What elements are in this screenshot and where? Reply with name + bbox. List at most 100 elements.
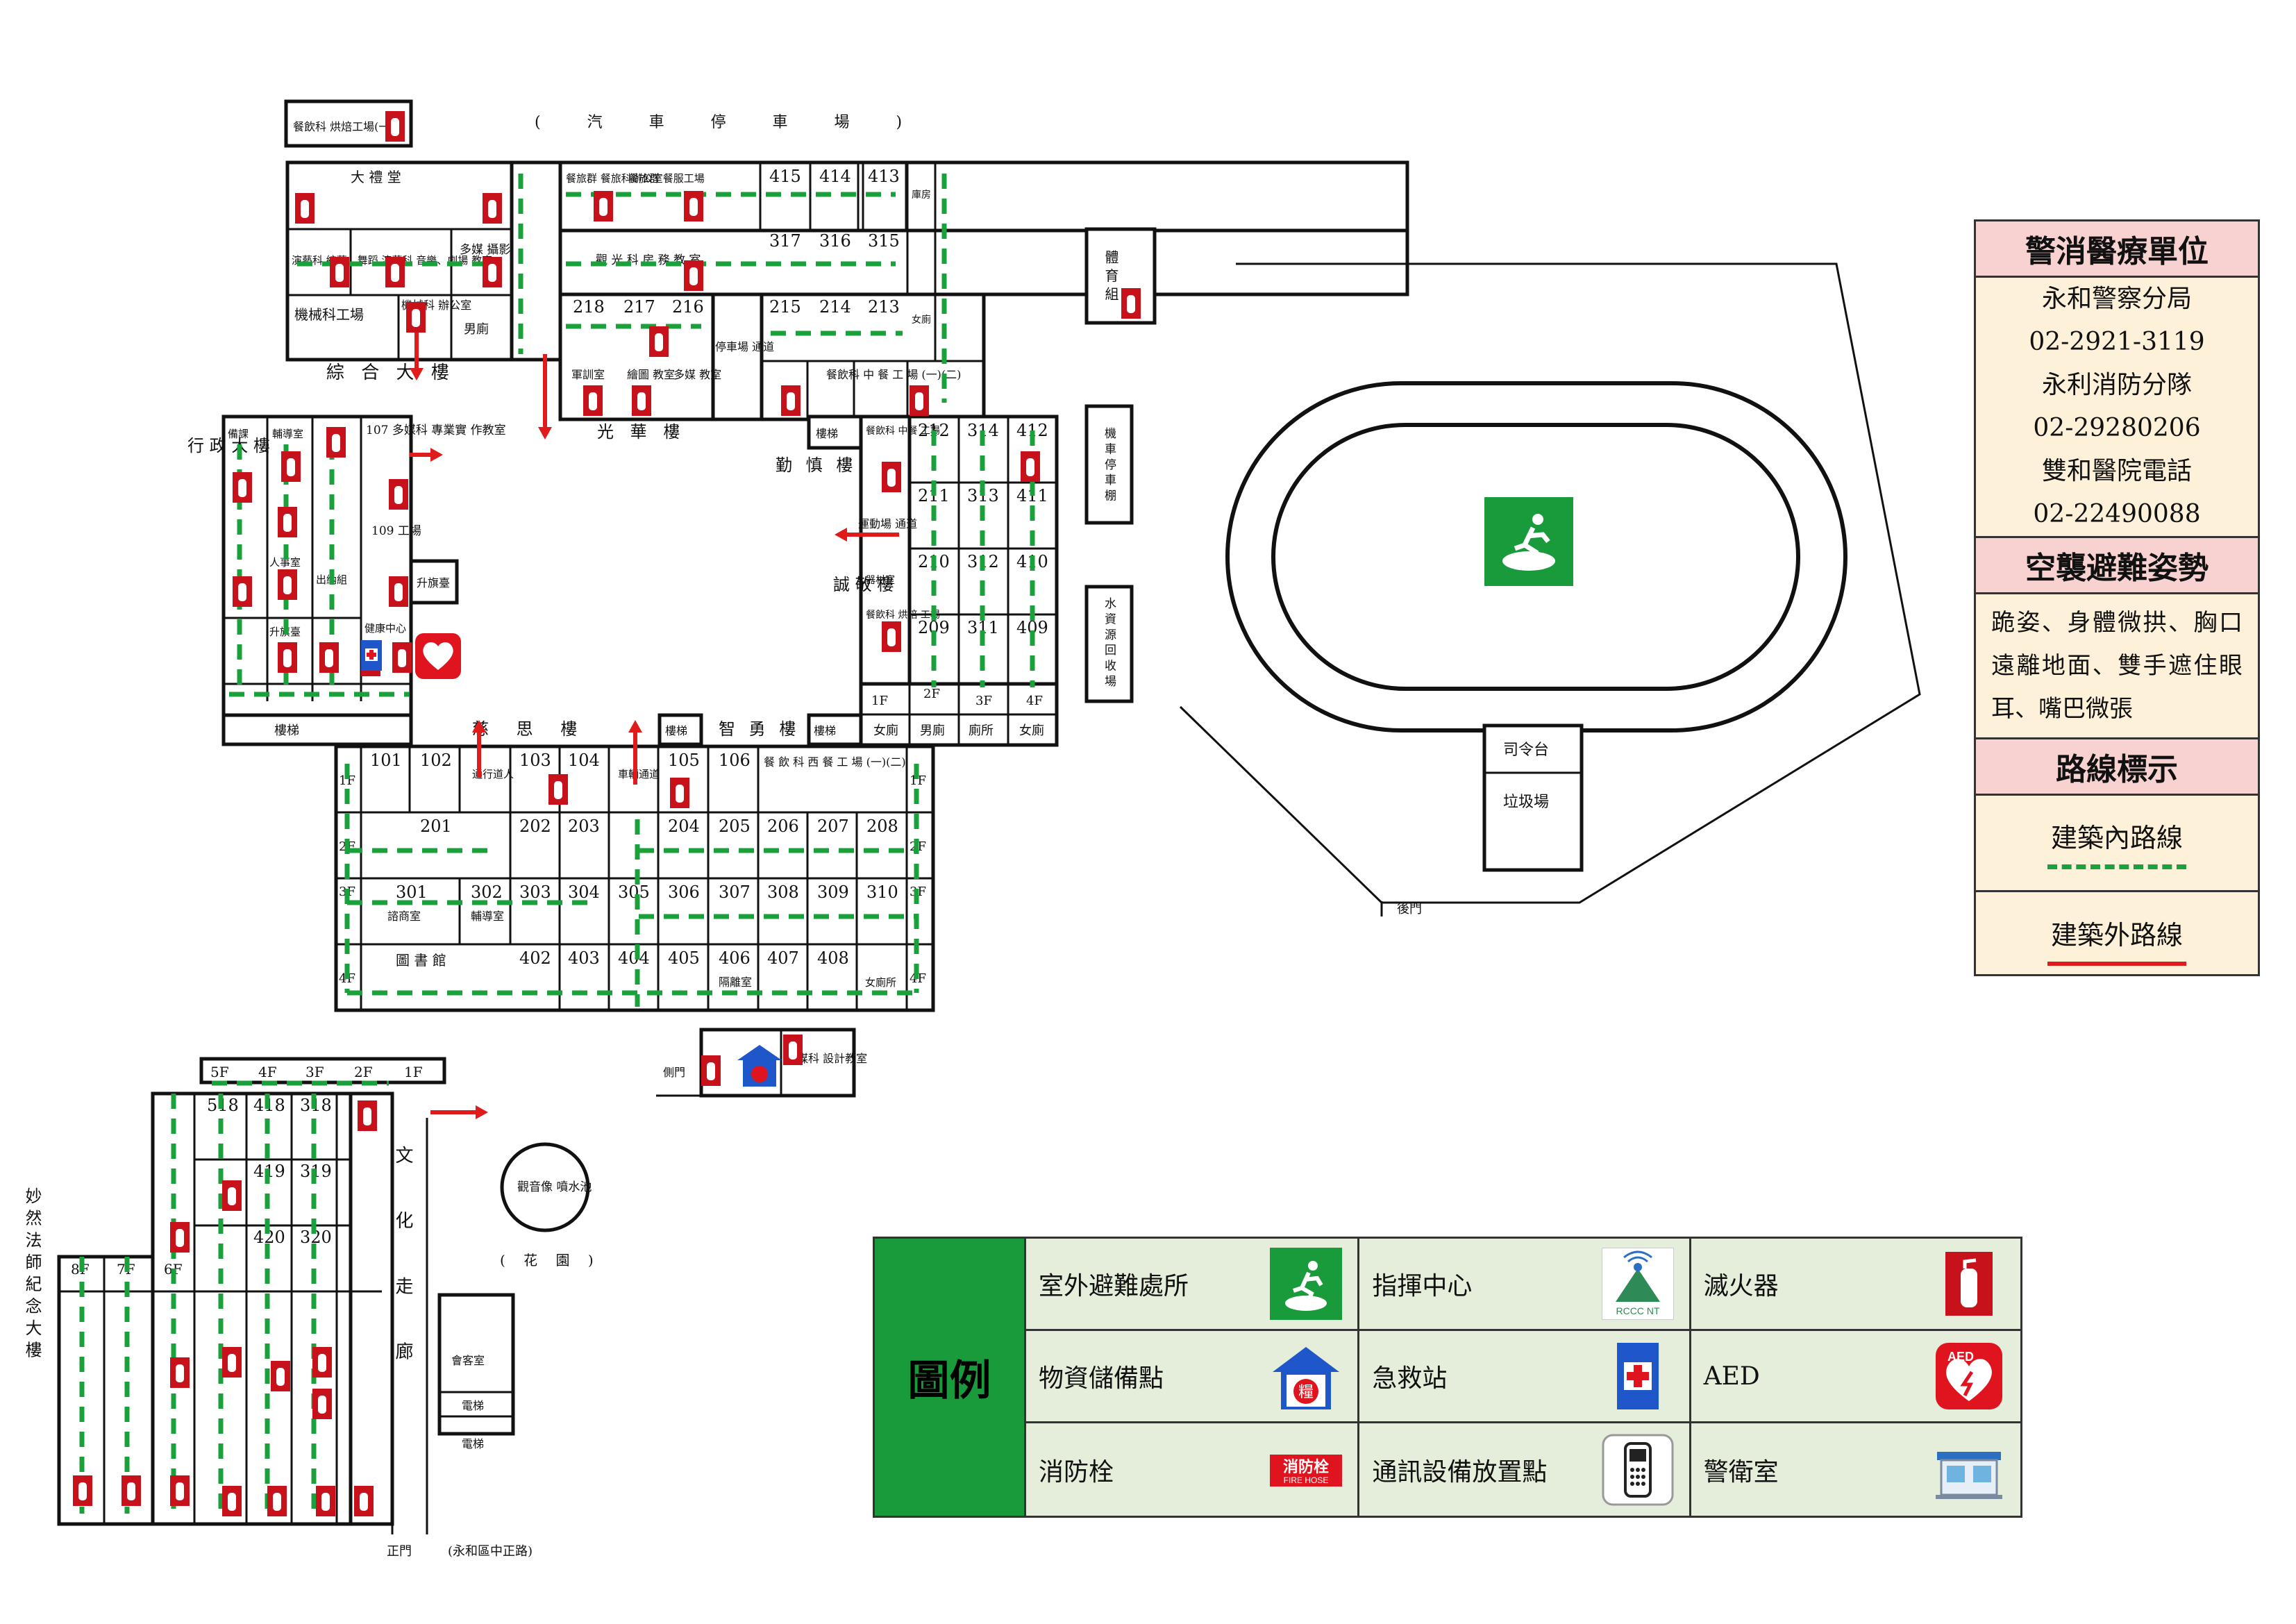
room-mm-design: 多媒科 設計教室: [786, 1052, 867, 1065]
room-202: 202: [519, 817, 551, 836]
building-xingzheng: 行 政 大 樓: [187, 436, 270, 455]
room-food-chinese: 餐飲科 中 餐 工 場 (一)(二): [826, 368, 961, 381]
info-panel: 警消醫療單位 永和警察分局 02-2921-3119 永利消防分隊 02-292…: [1974, 219, 2260, 976]
outdoor-shelter-marker: [1484, 497, 1573, 586]
stairs-zhiyong-b: 樓梯: [814, 724, 836, 737]
room-machine-shop: 機械科工場: [294, 306, 364, 323]
route-inside-row: 建築內路線: [1976, 796, 2258, 892]
room-moto: 機 車 停 車 棚: [1102, 427, 1116, 502]
room-guidance: 輔導室: [272, 428, 303, 440]
room-baking: 餐飲科 烘焙工場(一): [293, 120, 394, 133]
room-204: 204: [668, 817, 700, 836]
supply-depot-icon: 糧: [1270, 1340, 1342, 1412]
room-405: 405: [668, 948, 700, 968]
legend-label: 指揮中心: [1372, 1272, 1473, 1300]
miao-5f: 5F: [210, 1064, 229, 1080]
first-aid-icon: [1602, 1340, 1674, 1412]
legend-label: 通訊設備放置點: [1372, 1457, 1548, 1487]
room-library: 圖 書 館: [396, 952, 446, 969]
sports-field: 司令台 垃圾場 後門: [1179, 262, 1921, 916]
room-vehicle: 車輛通道: [618, 768, 660, 780]
legend-communication: 通訊設備放置點: [1357, 1423, 1689, 1516]
floor-4f: 4F: [1026, 694, 1043, 708]
floor-3f: 3F: [975, 694, 992, 708]
recycle-box: [1084, 585, 1134, 703]
room-trash: 垃圾場: [1503, 794, 1549, 811]
miao-4f: 4F: [258, 1064, 277, 1080]
aed-marker: [415, 633, 461, 679]
legend-title: 圖例: [875, 1239, 1026, 1516]
room-213: 213: [868, 297, 900, 317]
room-207: 207: [817, 817, 849, 836]
room-413: 413: [868, 167, 900, 186]
moto-box: [1084, 404, 1134, 525]
room-womens: 女廁: [912, 314, 931, 326]
building-zonghe: 綜 合 大 樓: [326, 362, 455, 383]
building-sisi: 慈 思 樓: [472, 719, 588, 739]
room-215: 215: [769, 297, 801, 317]
legend-outdoor-shelter: 室外避難處所: [1026, 1239, 1358, 1331]
room-isolation: 隔離室: [719, 976, 752, 989]
contact-fire: 永利消防分隊: [2041, 371, 2192, 399]
room-admin-109: 109 工場: [371, 524, 421, 538]
room-105: 105: [668, 751, 700, 770]
supply-char: 糧: [1298, 1384, 1314, 1401]
legend-guard-room: 警衛室: [1689, 1423, 2020, 1516]
building-chengjing: 誠 敬 樓: [833, 575, 894, 594]
fountain: [500, 1142, 590, 1232]
room-216: 216: [672, 297, 704, 317]
room-storage: 庫房: [912, 189, 931, 201]
contact-hospital: 雙和醫院電話: [2041, 457, 2192, 485]
label-corridor: 文 化 走 廊: [392, 1146, 413, 1381]
building-zhiyong: 智 勇 樓: [719, 719, 800, 739]
legend-fire-extinguisher: 滅火器: [1689, 1239, 2020, 1331]
room-mens: 男廁: [464, 321, 489, 337]
room-301: 301: [396, 882, 428, 902]
legend-aed: AED AED: [1689, 1331, 2020, 1423]
sisi-1f-right: 1F: [910, 773, 926, 788]
label-garden: ( 花 園 ): [500, 1252, 601, 1269]
room-tour-group: 餐旅群 餐服工場: [628, 172, 705, 185]
north-rooms: 415 414 413 317 316 315 215 214 213 218 …: [573, 161, 937, 326]
room-205: 205: [719, 817, 751, 836]
room-309: 309: [817, 882, 849, 902]
room-303: 303: [519, 882, 551, 902]
room-prep: 備課: [228, 428, 249, 440]
aed-text: AED: [1947, 1350, 1974, 1364]
route-outside-swatch: [2047, 961, 2186, 966]
room-217: 217: [623, 297, 655, 317]
communication-icon: [1602, 1434, 1674, 1506]
label-guanyin: 觀音像 噴水池: [517, 1180, 592, 1194]
stairs-zhiyong-a: 樓梯: [665, 724, 687, 737]
room-404: 404: [618, 948, 650, 968]
room-auditorium: 大 禮 堂: [351, 169, 401, 185]
floor-1f: 1F: [871, 694, 888, 708]
legend-label: 滅火器: [1703, 1272, 1779, 1300]
side-gate-building: 側門 多媒科 設計教室: [656, 1028, 867, 1098]
label-main-gate: 正門: [387, 1544, 412, 1559]
toilet-general: 廁所: [969, 723, 994, 738]
room-315: 315: [868, 231, 900, 251]
room-counseling: 諮商室: [387, 910, 421, 923]
room-recycle: 水 資 源 回 收 場: [1102, 597, 1116, 687]
room-308: 308: [767, 882, 799, 902]
room-402: 402: [519, 948, 551, 968]
culture-corridor: 文 化 走 廊 會客室 電梯 電梯 正門 (永和區中正路): [387, 1118, 533, 1559]
route-header: 路線標示: [1976, 739, 2258, 796]
room-elevator-2: 電梯: [462, 1437, 484, 1450]
room-drawing: 繪圖 教室: [627, 368, 675, 381]
room-military: 軍訓室: [571, 368, 605, 381]
legend: 圖例 室外避難處所 指揮中心 RCCC NT 滅火器 物資儲備點 糧: [873, 1237, 2022, 1518]
room-104: 104: [568, 751, 600, 770]
contact-police: 永和警察分局: [2041, 285, 2192, 313]
room-406: 406: [719, 948, 751, 968]
legend-label: 急救站: [1372, 1364, 1448, 1393]
toilet-women-2: 女廁: [1019, 723, 1044, 738]
room-guidance-302: 輔導室: [471, 910, 504, 923]
guard-room-icon: [1933, 1434, 2005, 1506]
hydrant-en: FIRE HOSE: [1284, 1475, 1329, 1485]
room-stairs-qs: 樓梯: [816, 427, 838, 440]
legend-label: 消防栓: [1039, 1457, 1114, 1487]
first-aid-marker: [361, 640, 382, 671]
room-306: 306: [668, 882, 700, 902]
